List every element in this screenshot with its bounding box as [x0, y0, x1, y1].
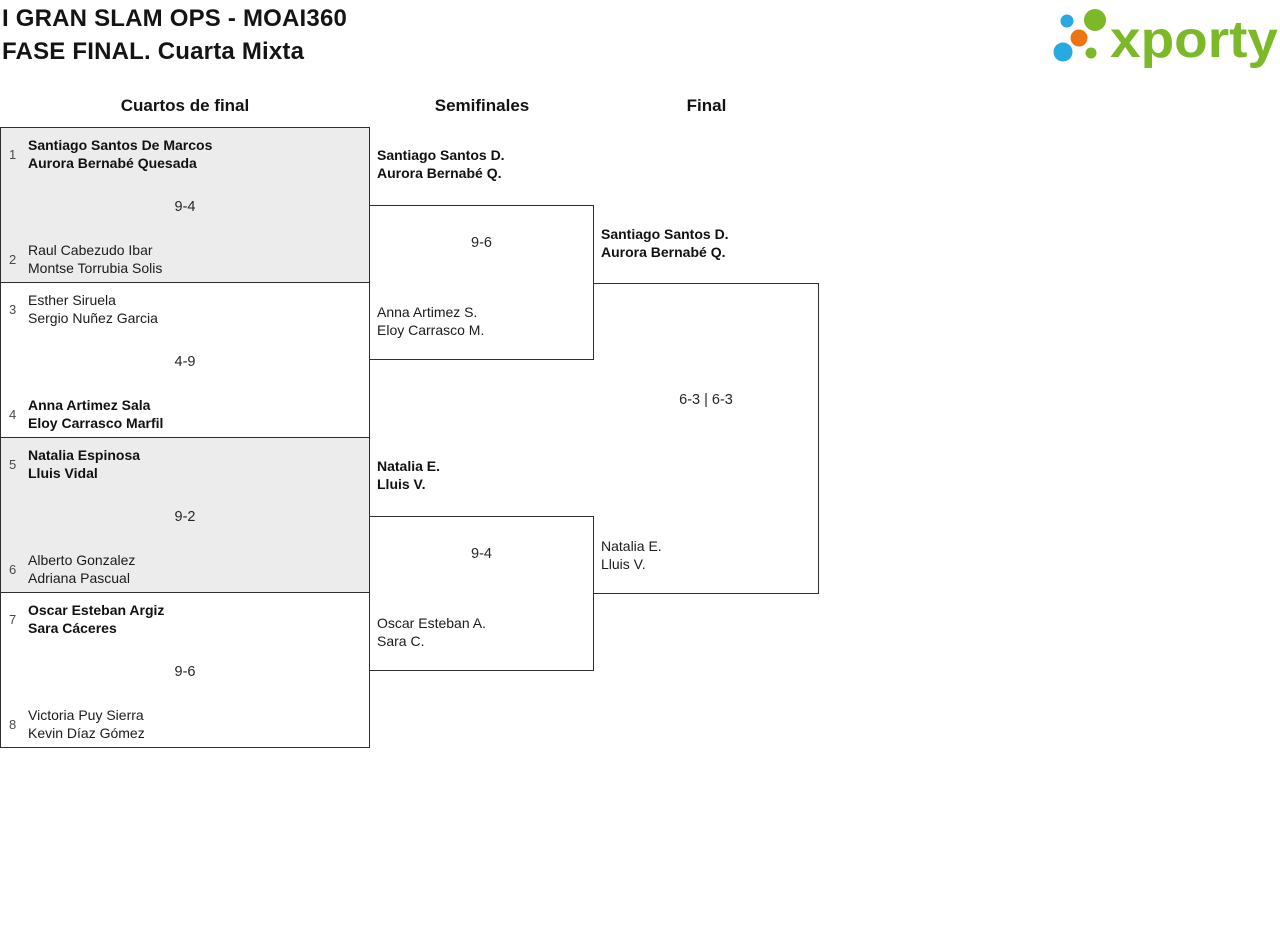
team-name-line: Alberto Gonzalez: [28, 552, 136, 568]
team-name-line: Kevin Díaz Gómez: [28, 725, 145, 741]
match-score: 9-2: [174, 508, 196, 525]
team-name-line: Santiago Santos D.: [601, 226, 729, 242]
team-name-line: Sara Cáceres: [28, 620, 117, 636]
seed-number: 5: [9, 456, 17, 472]
sf-match-2[interactable]: 9-4 Oscar Esteban A. Sara C.: [370, 516, 594, 671]
seed-number: 8: [9, 716, 17, 732]
team-name-line: Lluis V.: [377, 476, 426, 492]
phase-category: FASE FINAL. Cuarta Mixta: [2, 38, 305, 65]
team-name-line: Anna Artimez S.: [377, 304, 478, 320]
team-name-line: Sara C.: [377, 633, 425, 649]
match-score: 9-4: [471, 546, 492, 562]
qf-match-4[interactable]: 7 Oscar Esteban Argiz Sara Cáceres 9-6 8…: [1, 593, 369, 747]
logo-dot-green-large: [1084, 9, 1106, 31]
seed-number: 7: [9, 611, 17, 627]
round-header-final: Final: [686, 96, 727, 115]
qf-match-1[interactable]: 1 Santiago Santos De Marcos Aurora Berna…: [1, 128, 369, 283]
sf2-bottom-team-label: Oscar Esteban A. Sara C.: [377, 614, 486, 650]
logo-dot-blue-small: [1060, 14, 1074, 28]
team-row: 4 Anna Artimez Sala Eloy Carrasco Marfil: [1, 396, 369, 432]
team-name-line: Aurora Bernabé Q.: [377, 165, 502, 181]
team-name-line: Natalia Espinosa: [28, 447, 141, 463]
xporty-logo[interactable]: xporty: [1048, 0, 1280, 72]
team-name-line: Aurora Bernabé Quesada: [28, 155, 197, 171]
sf2-top-team-label: Natalia E. Lluis V.: [377, 457, 440, 493]
sf1-top-team-label: Santiago Santos D. Aurora Bernabé Q.: [377, 146, 505, 182]
logo-dot-blue-large: [1053, 42, 1073, 62]
team-name-line: Lluis V.: [601, 556, 646, 572]
seed-number: 3: [9, 301, 17, 317]
team-name-line: Natalia E.: [377, 458, 441, 474]
team-row: 1 Santiago Santos De Marcos Aurora Berna…: [1, 136, 369, 172]
team-name-line: Aurora Bernabé Q.: [601, 244, 726, 260]
team-row: 8 Victoria Puy Sierra Kevin Díaz Gómez: [1, 706, 369, 742]
page-title: I GRAN SLAM OPS - MOAI360 FASE FINAL. Cu…: [2, 2, 347, 68]
team-name-line: Santiago Santos D.: [377, 147, 505, 163]
tournament-name: I GRAN SLAM OPS - MOAI360: [2, 5, 348, 32]
team-name-line: Anna Artimez Sala: [28, 397, 151, 413]
seed-number: 1: [9, 146, 17, 162]
sf-match-1[interactable]: 9-6 Anna Artimez S. Eloy Carrasco M.: [370, 205, 594, 360]
round-header-semifinales: Semifinales: [434, 96, 530, 115]
team-name-line: Adriana Pascual: [28, 570, 130, 586]
match-score: 4-9: [174, 353, 196, 370]
qf-match-2[interactable]: 3 Esther Siruela Sergio Nuñez Garcia 4-9…: [1, 283, 369, 438]
round-header-cuartos: Cuartos de final: [120, 96, 250, 115]
match-score: 9-6: [174, 663, 196, 680]
team-name-line: Raul Cabezudo Ibar: [28, 242, 153, 258]
match-score: 6-3 | 6-3: [679, 392, 733, 408]
final-bottom-team-label: Natalia E. Lluis V.: [601, 537, 662, 573]
team-row: 6 Alberto Gonzalez Adriana Pascual: [1, 551, 369, 587]
team-name-line: Sergio Nuñez Garcia: [28, 310, 158, 326]
final-top-team-label: Santiago Santos D. Aurora Bernabé Q.: [601, 225, 729, 261]
team-name-line: Esther Siruela: [28, 292, 116, 308]
team-name-line: Lluis Vidal: [28, 465, 98, 481]
logo-dot-green-small: [1085, 47, 1097, 59]
team-row: 3 Esther Siruela Sergio Nuñez Garcia: [1, 291, 369, 327]
team-name-line: Oscar Esteban A.: [377, 615, 486, 631]
quarterfinals-column: 1 Santiago Santos De Marcos Aurora Berna…: [0, 127, 370, 748]
seed-number: 2: [9, 251, 17, 267]
sf1-bottom-team-label: Anna Artimez S. Eloy Carrasco M.: [377, 303, 484, 339]
team-row: 5 Natalia Espinosa Lluis Vidal: [1, 446, 369, 482]
match-score: 9-4: [174, 198, 196, 215]
logo-dot-orange: [1070, 29, 1088, 47]
team-name-line: Oscar Esteban Argiz: [28, 602, 165, 618]
seed-number: 4: [9, 406, 17, 422]
team-name-line: Natalia E.: [601, 538, 662, 554]
team-name-line: Eloy Carrasco Marfil: [28, 415, 164, 431]
team-row: 7 Oscar Esteban Argiz Sara Cáceres: [1, 601, 369, 637]
team-name-line: Eloy Carrasco M.: [377, 322, 485, 338]
seed-number: 6: [9, 561, 17, 577]
team-name-line: Montse Torrubia Solis: [28, 260, 163, 276]
team-name-line: Santiago Santos De Marcos: [28, 137, 213, 153]
qf-match-3[interactable]: 5 Natalia Espinosa Lluis Vidal 9-2 6 Alb…: [1, 438, 369, 593]
logo-wordmark: xporty: [1110, 11, 1278, 69]
team-row: 2 Raul Cabezudo Ibar Montse Torrubia Sol…: [1, 241, 369, 277]
team-name-line: Victoria Puy Sierra: [28, 707, 144, 723]
match-score: 9-6: [471, 235, 492, 251]
final-match[interactable]: 6-3 | 6-3 Natalia E. Lluis V.: [594, 283, 819, 594]
